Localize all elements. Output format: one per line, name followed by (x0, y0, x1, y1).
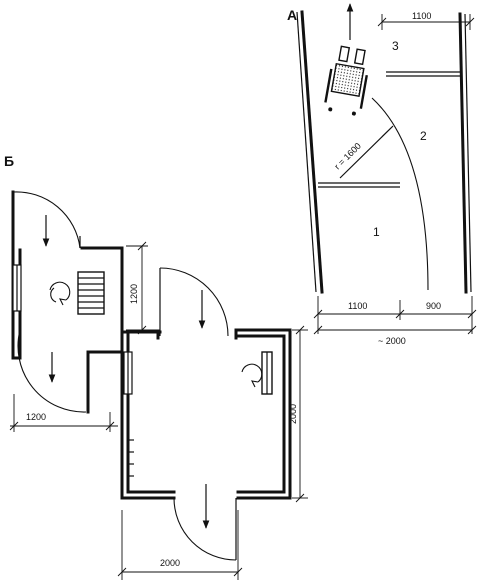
dim-right-width: 900 (426, 301, 441, 311)
hall-right-wall (234, 328, 292, 500)
dim-vestibule-depth: 1200 (129, 284, 139, 304)
hall-door-arc-top (159, 267, 229, 337)
radius-line (339, 125, 394, 179)
vestibule-left-wall (11, 190, 22, 360)
hall-left-wall (120, 330, 176, 500)
wheelchair-icon (324, 45, 368, 116)
dim-hall-height: 2000 (288, 404, 298, 424)
diagram-a-label: А (287, 7, 297, 23)
zone-2-label: 2 (420, 129, 427, 143)
dim-top-width: 1100 (412, 11, 431, 21)
radius-label: r = 1600 (332, 141, 363, 172)
dim-upper-width: 1200 (26, 412, 46, 422)
lower-door-arc (17, 329, 87, 413)
turning-arc (371, 97, 429, 291)
coat-hooks (128, 439, 134, 477)
zone-1-label: 1 (373, 225, 380, 239)
heater-grille (77, 271, 105, 315)
rotation-icon-hall (241, 363, 263, 388)
hall-door-arc-bottom (173, 497, 237, 561)
corridor-right-wall (458, 12, 468, 294)
dim-hall-width: 2000 (160, 558, 180, 568)
upper-door-arc (12, 191, 81, 249)
diagram-b-label: Б (4, 153, 14, 169)
dim-total-width: ~ 2000 (378, 336, 406, 346)
dim-left-width: 1100 (348, 301, 367, 311)
zone-3-label: 3 (392, 39, 399, 53)
corridor-left-wall-inner (296, 11, 317, 293)
corridor-right-wall-inner (464, 13, 472, 293)
vestibule-top-wall (80, 246, 124, 334)
rotation-icon (49, 281, 71, 306)
diagram-a: А r = 1600 3 2 1 (287, 3, 477, 346)
corridor-left-wall (300, 10, 324, 294)
diagram-b: Б (4, 153, 308, 580)
